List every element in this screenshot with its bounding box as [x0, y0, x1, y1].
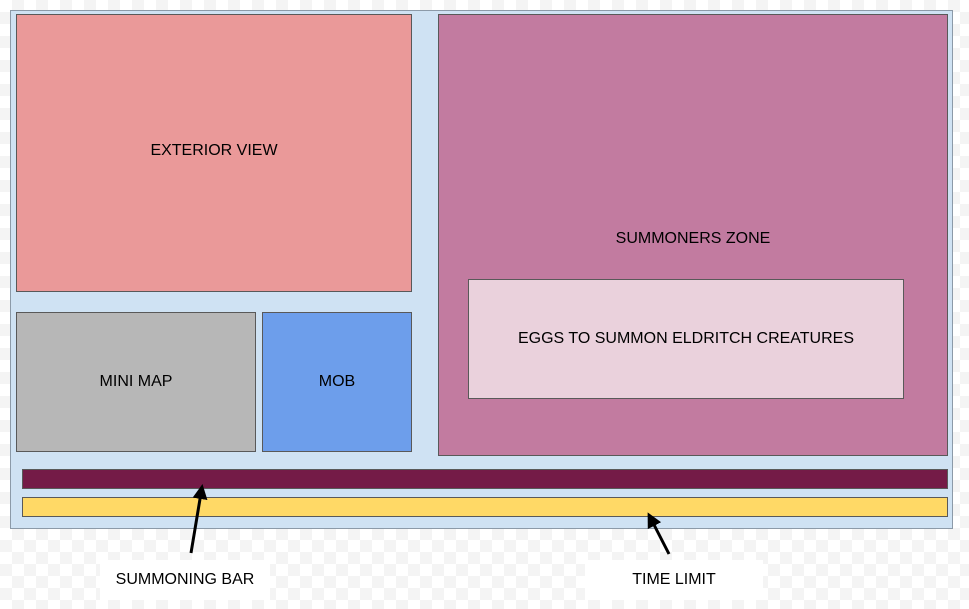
summoners-zone-label: SUMMONERS ZONE — [615, 230, 771, 247]
time-limit-arrow — [647, 512, 671, 555]
time-limit-callout-text: TIME LIMIT — [632, 571, 716, 588]
exterior-view-panel: EXTERIOR VIEW — [16, 14, 412, 292]
time-limit-bar — [22, 497, 948, 517]
eggs-panel: EGGS TO SUMMON ELDRITCH CREATURES — [468, 279, 904, 399]
mini-map-label: MINI MAP — [99, 373, 173, 390]
mob-label: MOB — [318, 373, 356, 390]
exterior-view-label: EXTERIOR VIEW — [150, 142, 278, 159]
eggs-label: EGGS TO SUMMON ELDRITCH CREATURES — [517, 330, 855, 347]
summoning-bar-arrow — [189, 484, 208, 554]
time-limit-callout: TIME LIMIT — [585, 560, 763, 600]
summoning-bar-callout-text: SUMMONING BAR — [115, 571, 255, 588]
mini-map-panel: MINI MAP — [16, 312, 256, 452]
mob-panel: MOB — [262, 312, 412, 452]
summoning-bar — [22, 469, 948, 489]
summoning-bar-callout: SUMMONING BAR — [100, 560, 270, 600]
